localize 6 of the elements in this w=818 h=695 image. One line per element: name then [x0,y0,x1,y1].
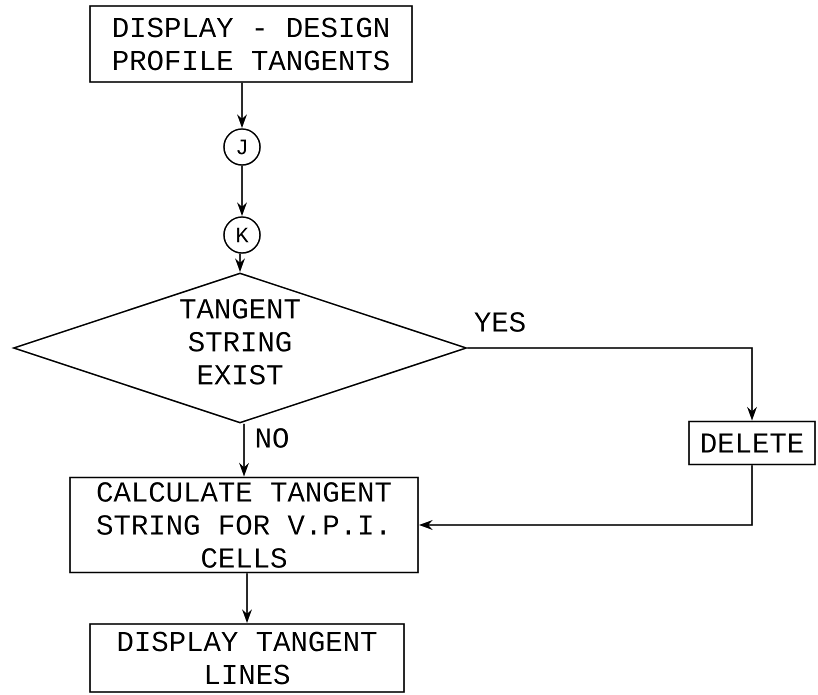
edge-label: NO [254,427,290,449]
process-box: CALCULATE TANGENT STRING FOR V.P.I. CELLS [69,476,419,574]
process-box: DISPLAY - DESIGN PROFILE TANGENTS [89,5,413,83]
process-box: DELETE [688,420,816,466]
process-box: DISPLAY TANGENT LINES [89,623,405,693]
edge-label: YES [472,311,528,333]
